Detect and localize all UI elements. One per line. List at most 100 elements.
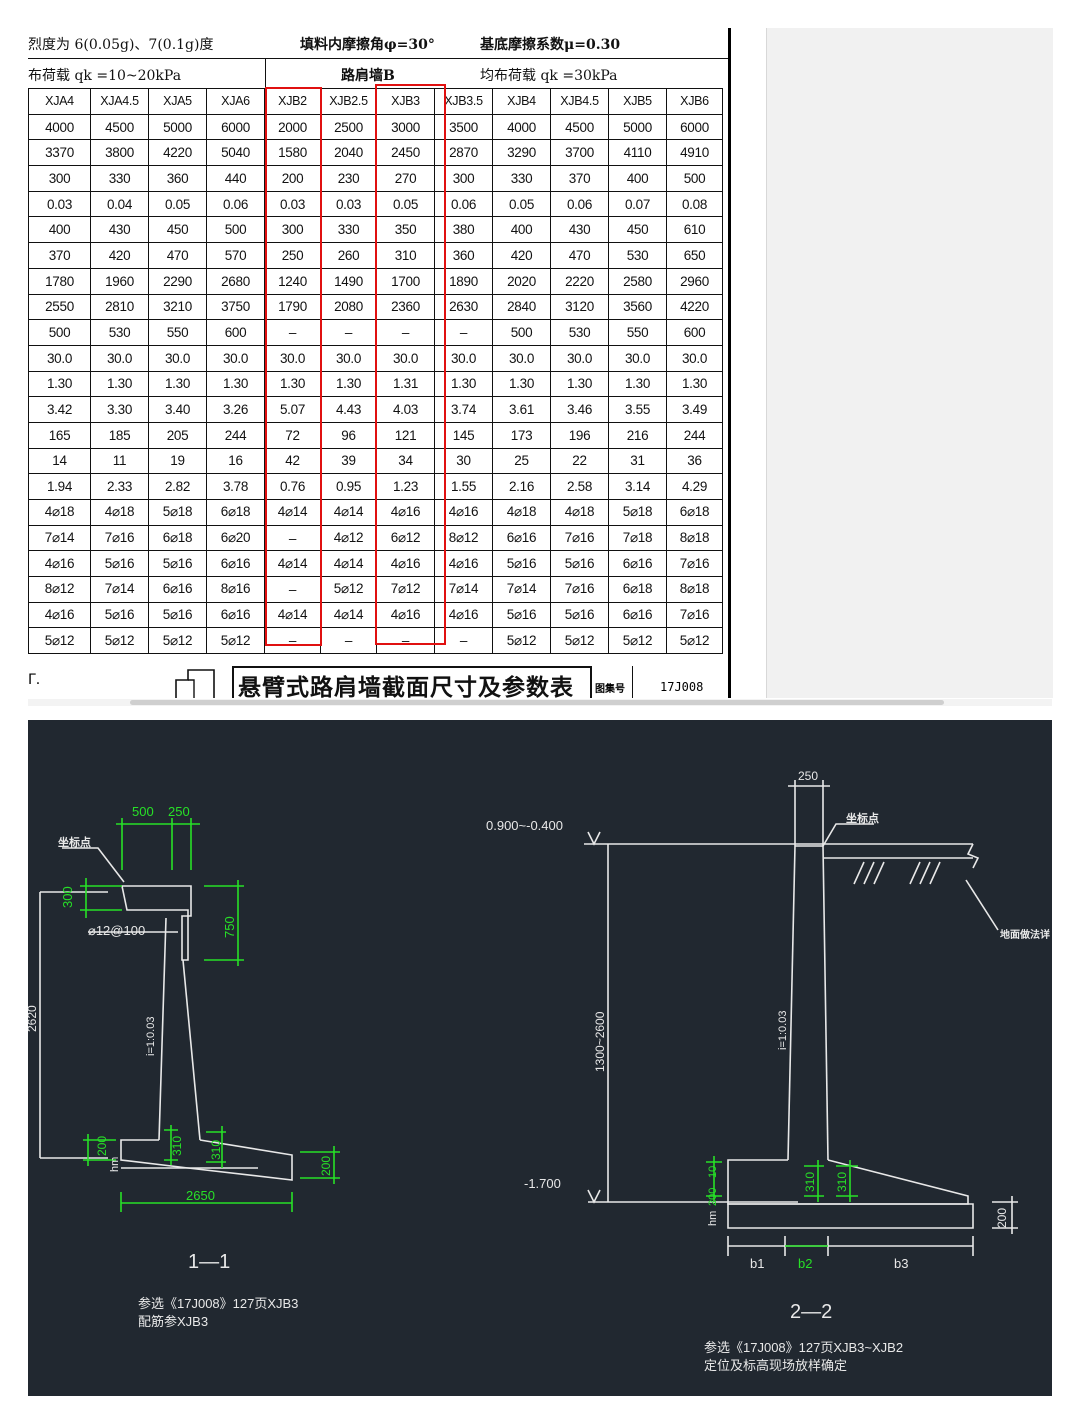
table-cell: 2680: [206, 267, 265, 295]
s2-dim-b-line: [727, 1236, 974, 1256]
table-cell: 173: [492, 421, 551, 449]
footer-note: Γ.: [28, 672, 41, 688]
s2-dim-10-line: [706, 1156, 722, 1202]
table-cell: 30.0: [28, 344, 91, 372]
table-cell: 6⌀16: [492, 524, 551, 552]
table-cell: 1.30: [320, 370, 377, 398]
s2-name: 2—2: [790, 1301, 832, 1323]
table-cell: 600: [206, 319, 265, 346]
table-cell: 30.0: [264, 344, 321, 372]
scrollbar-thumb[interactable]: [130, 700, 944, 705]
table-cell: 5⌀12: [608, 627, 667, 655]
s1-dim-310a: 310: [170, 1136, 184, 1156]
table-cell: 3.42: [28, 396, 91, 423]
s1-note2: 配筋参XJB3: [138, 1314, 208, 1329]
table-cell: 400: [28, 216, 91, 244]
table-cell: 4⌀16: [28, 601, 91, 629]
table-cell: 350: [376, 216, 435, 244]
table-cell: 0.05: [148, 190, 207, 218]
table-cell: 4⌀16: [376, 550, 435, 578]
dim-300-line: [80, 878, 122, 918]
table-cell: 2500: [320, 113, 377, 141]
table-cell: 4110: [608, 139, 667, 167]
table-cell: 0.95: [320, 473, 377, 500]
table-cell: 550: [608, 319, 667, 346]
table-cell: 25: [492, 447, 551, 475]
table-cell: 1780: [28, 267, 91, 295]
table-cell: 3290: [492, 139, 551, 167]
s2-elev-marks: [587, 831, 601, 1204]
table-cell: 1.30: [434, 370, 493, 398]
table-cell: 8⌀18: [666, 524, 723, 552]
table-cell: 30.0: [608, 344, 667, 372]
table-cell: 4220: [666, 293, 723, 321]
footing: [120, 1139, 293, 1181]
s1-dim-top-a: 500: [132, 804, 154, 819]
cad-canvas: 坐标点 500 250 300 750 ⌀12@100 i=1:0.03 262…: [28, 769, 1050, 1373]
s2-break: [966, 843, 980, 869]
s2-dim-10: 10: [707, 1166, 719, 1178]
table-cell: 1.30: [666, 370, 723, 398]
table-cell: 300: [264, 216, 321, 244]
s1-dim-750: 750: [222, 916, 237, 938]
column-header: XJA4: [28, 88, 91, 115]
s2-dim-310a: 310: [803, 1172, 817, 1192]
s1-rebar: ⌀12@100: [88, 923, 145, 938]
table-cell: 7⌀18: [608, 524, 667, 552]
coord-leader: [62, 847, 125, 883]
table-cell: 4⌀18: [550, 499, 609, 526]
table-cell: –: [320, 319, 377, 346]
header-wall-b: 路肩墙B: [341, 68, 395, 84]
horizontal-scrollbar[interactable]: [28, 699, 1052, 706]
table-cell: 300: [28, 165, 91, 192]
table-cell: 440: [206, 165, 265, 192]
document-page: 烈度为 6(0.05g)、7(0.1g)度 填料内摩擦角φ=30° 基底摩擦系数…: [28, 28, 728, 698]
table-cell: –: [376, 319, 435, 346]
table-cell: –: [434, 627, 493, 655]
table-cell: 5⌀16: [148, 550, 207, 578]
table-cell: 3.26: [206, 396, 265, 423]
table-cell: 2040: [320, 139, 377, 167]
column-header: XJA4.5: [90, 88, 149, 115]
table-cell: 5⌀16: [148, 601, 207, 629]
table-cell: 6⌀16: [206, 550, 265, 578]
table-cell: 3560: [608, 293, 667, 321]
header-divider: [28, 58, 728, 59]
table-cell: 5000: [148, 113, 207, 141]
table-cell: 2.82: [148, 473, 207, 500]
table-cell: 0.06: [550, 190, 609, 218]
table-cell: 185: [90, 421, 149, 449]
table-cell: 5⌀12: [320, 576, 377, 603]
table-cell: 650: [666, 242, 723, 269]
table-cell: 360: [434, 242, 493, 269]
table-cell: 30.0: [206, 344, 265, 372]
table-cell: 2550: [28, 293, 91, 321]
table-cell: 2020: [492, 267, 551, 295]
table-cell: 2360: [376, 293, 435, 321]
table-cell: 4.03: [376, 396, 435, 423]
table-cell: 500: [206, 216, 265, 244]
table-cell: 330: [320, 216, 377, 244]
table-cell: 3750: [206, 293, 265, 321]
table-cell: 7⌀16: [550, 576, 609, 603]
s2-dim-200: 200: [707, 1188, 719, 1206]
table-cell: 4.29: [666, 473, 723, 500]
table-cell: 330: [492, 165, 551, 192]
table-cell: 370: [550, 165, 609, 192]
table-cell: 96: [320, 421, 377, 449]
table-cell: 22: [550, 447, 609, 475]
table-cell: 6⌀18: [206, 499, 265, 526]
table-cell: 3.61: [492, 396, 551, 423]
s2-dim-top: 250: [798, 769, 818, 783]
table-cell: 7⌀14: [434, 576, 493, 603]
table-cell: 3.40: [148, 396, 207, 423]
table-cell: 470: [550, 242, 609, 269]
table-title: 悬臂式路肩墙截面尺寸及参数表: [238, 675, 574, 698]
table-cell: 370: [28, 242, 91, 269]
s2-base: [727, 1203, 974, 1229]
s2-height-line: [588, 844, 798, 1203]
